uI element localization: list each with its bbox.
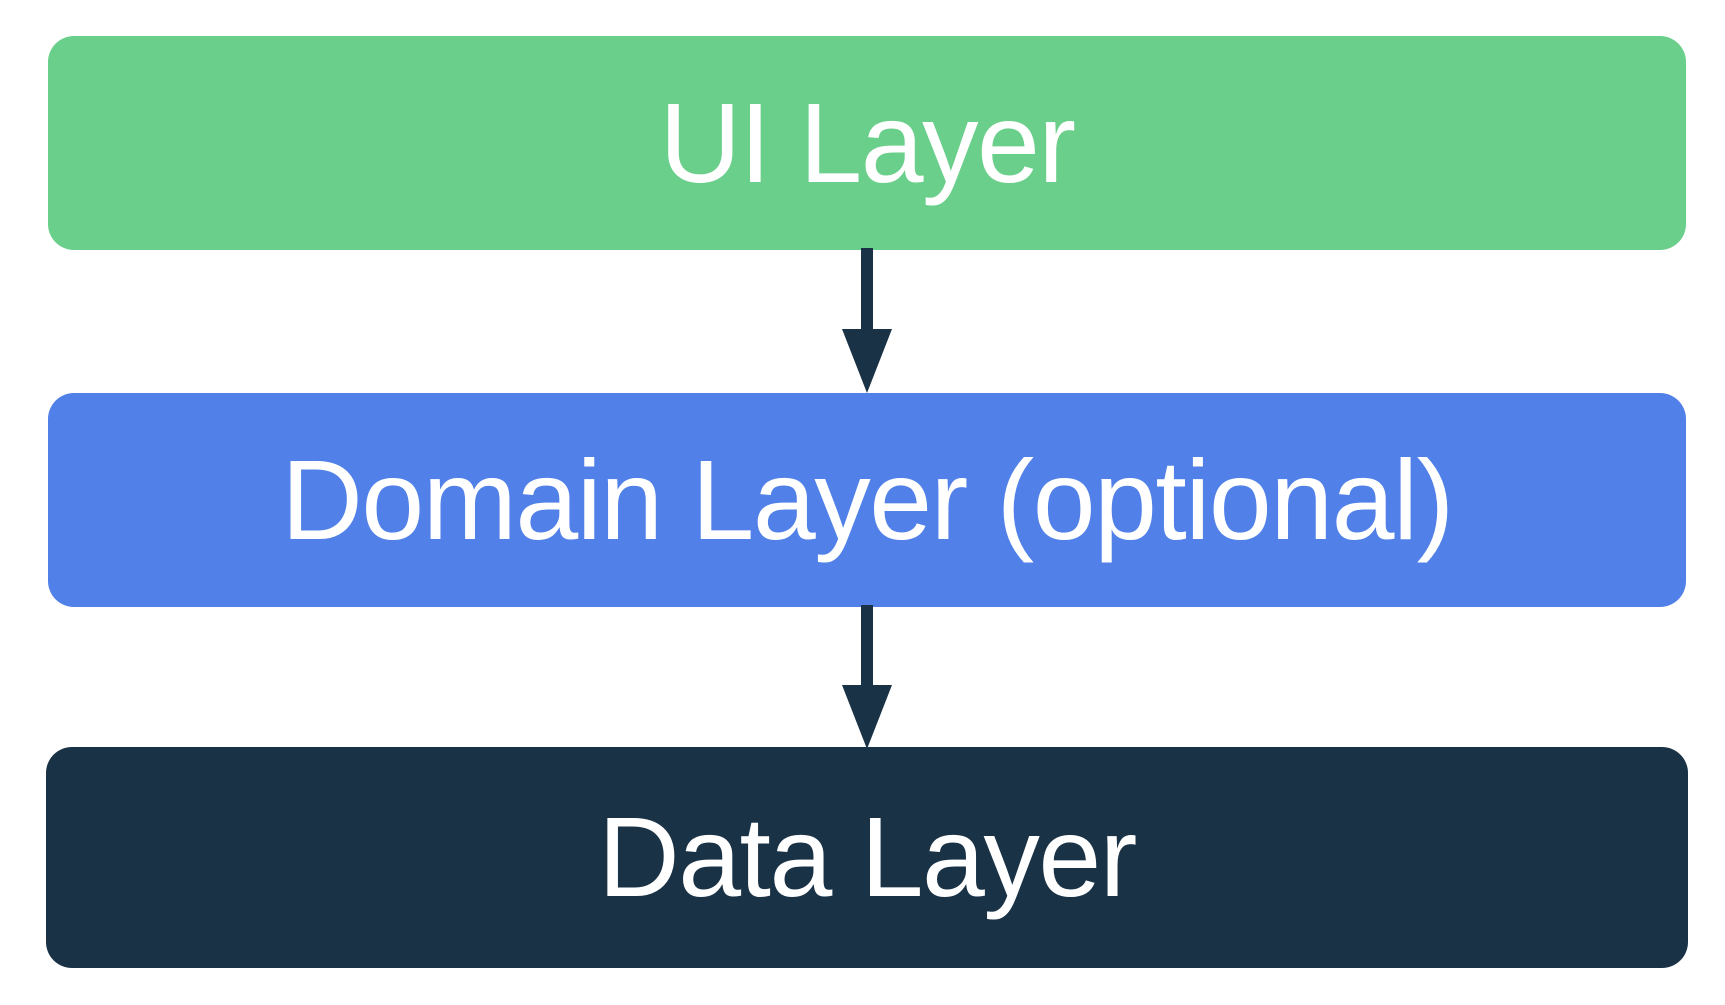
layer-box-ui[interactable]: UI Layer [48, 36, 1686, 250]
arrow-down-icon-ui-to-domain [842, 248, 892, 393]
layer-box-domain[interactable]: Domain Layer (optional) [48, 393, 1686, 607]
layer-label-domain: Domain Layer (optional) [281, 436, 1454, 563]
arrow-down-icon-domain-to-data [842, 605, 892, 749]
layer-box-data[interactable]: Data Layer [46, 747, 1688, 968]
layer-label-ui: UI Layer [659, 79, 1076, 206]
layer-label-data: Data Layer [598, 794, 1137, 920]
